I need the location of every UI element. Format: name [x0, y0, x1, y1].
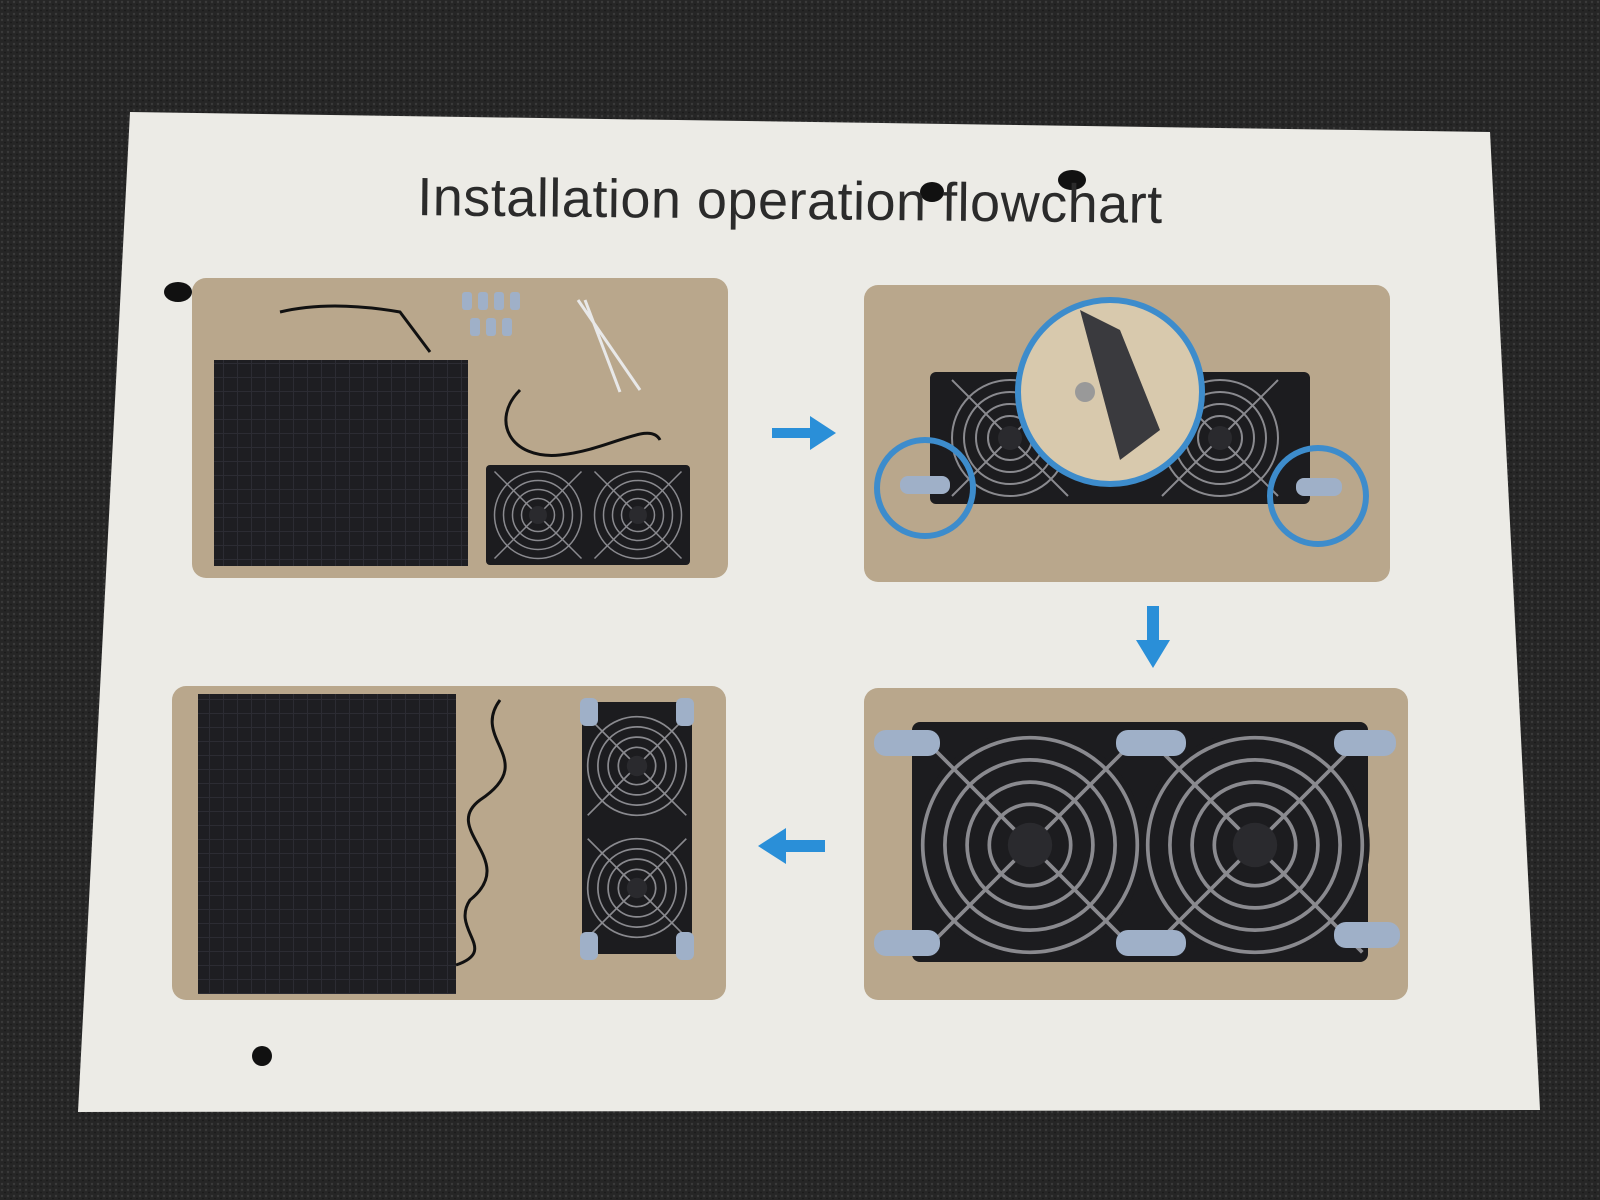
highlight-circle	[1267, 445, 1369, 547]
document-title: Installation operation flowchart	[416, 167, 1163, 235]
paper-hole	[164, 282, 192, 302]
paper-hole	[920, 182, 944, 202]
step-photo-connected	[172, 686, 726, 1000]
cable	[455, 699, 507, 967]
solar-panel	[198, 694, 456, 994]
solar-panel	[214, 360, 468, 566]
paper-hole	[252, 1046, 272, 1066]
brackets	[874, 730, 1400, 956]
cable-ties	[576, 299, 642, 393]
cable	[279, 304, 432, 353]
step-photo-mounted-fans	[864, 688, 1408, 1000]
step-photo-brackets	[864, 285, 1390, 582]
cable	[504, 388, 662, 457]
paper-hole	[1058, 170, 1086, 190]
arrow-right-icon	[772, 416, 836, 450]
brackets	[462, 292, 520, 336]
arrow-down-icon	[1136, 606, 1170, 668]
arrow-left-icon	[758, 828, 825, 864]
highlight-circle	[874, 437, 976, 539]
step-photo-components	[192, 278, 728, 578]
